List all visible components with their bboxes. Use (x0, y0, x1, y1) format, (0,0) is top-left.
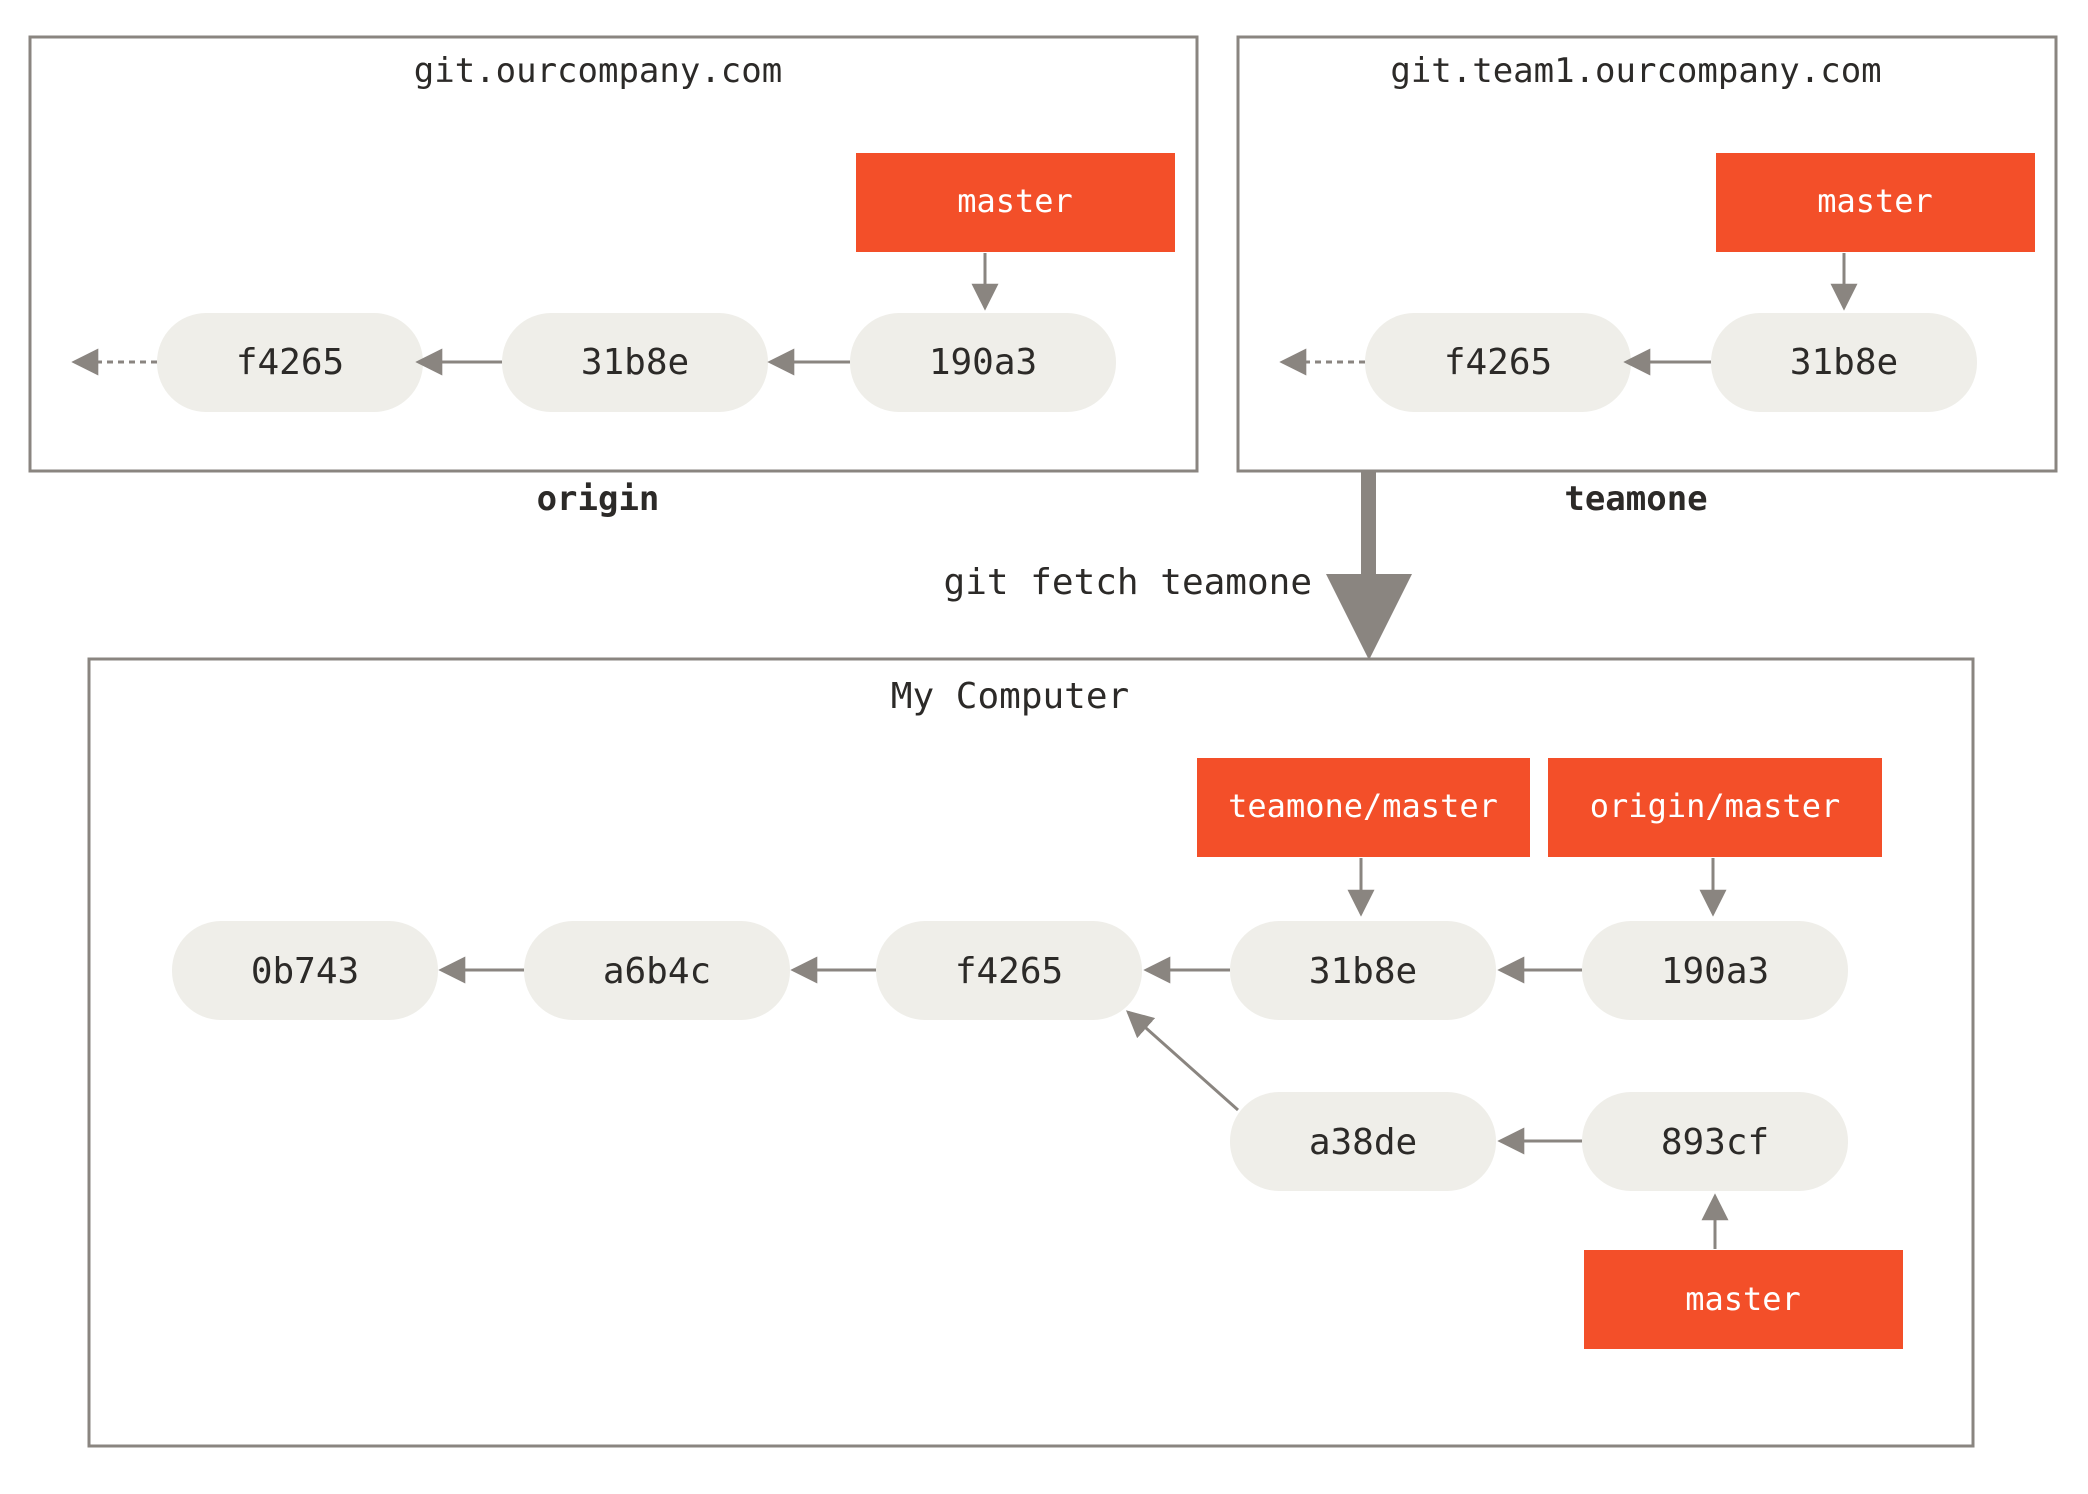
origin-commit-2-label: 31b8e (581, 342, 689, 383)
origin-remote-name: origin (537, 479, 660, 519)
origin-commit-3 (850, 313, 1116, 412)
teamone-commit-1 (1365, 313, 1631, 412)
fetch-arrow-head (1326, 574, 1412, 660)
origin-master-ref (1548, 758, 1882, 857)
teamone-master-ref-label: teamone/master (1228, 787, 1498, 825)
local-commit-f4265 (876, 921, 1142, 1020)
local-master-branch (1584, 1250, 1903, 1349)
local-commit-190a3-label: 190a3 (1661, 951, 1769, 992)
teamone-commit-2 (1711, 313, 1977, 412)
origin-server: git.ourcompany.com master f4265 31b8e 19… (28, 35, 1199, 473)
local-repository: My Computer teamone/master origin/master… (87, 657, 1975, 1448)
local-commit-f4265-label: f4265 (955, 951, 1063, 992)
teamone-commit-2-label: 31b8e (1790, 342, 1898, 383)
teamone-master-branch (1716, 153, 2035, 252)
origin-commit-1-label: f4265 (236, 342, 344, 383)
teamone-master-branch-label: master (1817, 182, 1933, 220)
fetch-arrow-shaft (1361, 471, 1376, 576)
local-commit-190a3 (1582, 921, 1848, 1020)
local-commit-893cf-label: 893cf (1661, 1122, 1769, 1163)
local-commit-a6b4c-label: a6b4c (603, 951, 711, 992)
origin-commit-2 (502, 313, 768, 412)
origin-master-branch (856, 153, 1175, 252)
local-commit-31b8e (1230, 921, 1496, 1020)
origin-master-ref-label: origin/master (1590, 787, 1840, 825)
origin-master-branch-label: master (957, 182, 1073, 220)
local-commit-31b8e-label: 31b8e (1309, 951, 1417, 992)
local-commit-0b743-label: 0b743 (251, 951, 359, 992)
local-arrow-a38de-f4265 (1125, 1010, 1239, 1112)
origin-host-label: git.ourcompany.com (414, 51, 782, 91)
local-commit-893cf (1582, 1092, 1848, 1191)
teamone-server: git.team1.ourcompany.com master f4265 31… (1236, 35, 2058, 473)
local-commit-a6b4c (524, 921, 790, 1020)
origin-commit-1 (157, 313, 423, 412)
local-repository-title: My Computer (891, 676, 1129, 717)
teamone-host-label: git.team1.ourcompany.com (1390, 51, 1881, 91)
teamone-master-ref (1197, 758, 1530, 857)
fetch-arrow (1326, 471, 1412, 660)
origin-commit-3-label: 190a3 (929, 342, 1037, 383)
local-master-branch-label: master (1685, 1280, 1801, 1318)
local-commit-0b743 (172, 921, 438, 1020)
local-commit-a38de (1230, 1092, 1496, 1191)
teamone-commit-1-label: f4265 (1444, 342, 1552, 383)
fetch-command-label: git fetch teamone (944, 562, 1312, 603)
teamone-remote-name: teamone (1564, 479, 1707, 519)
local-commit-a38de-label: a38de (1309, 1122, 1417, 1163)
